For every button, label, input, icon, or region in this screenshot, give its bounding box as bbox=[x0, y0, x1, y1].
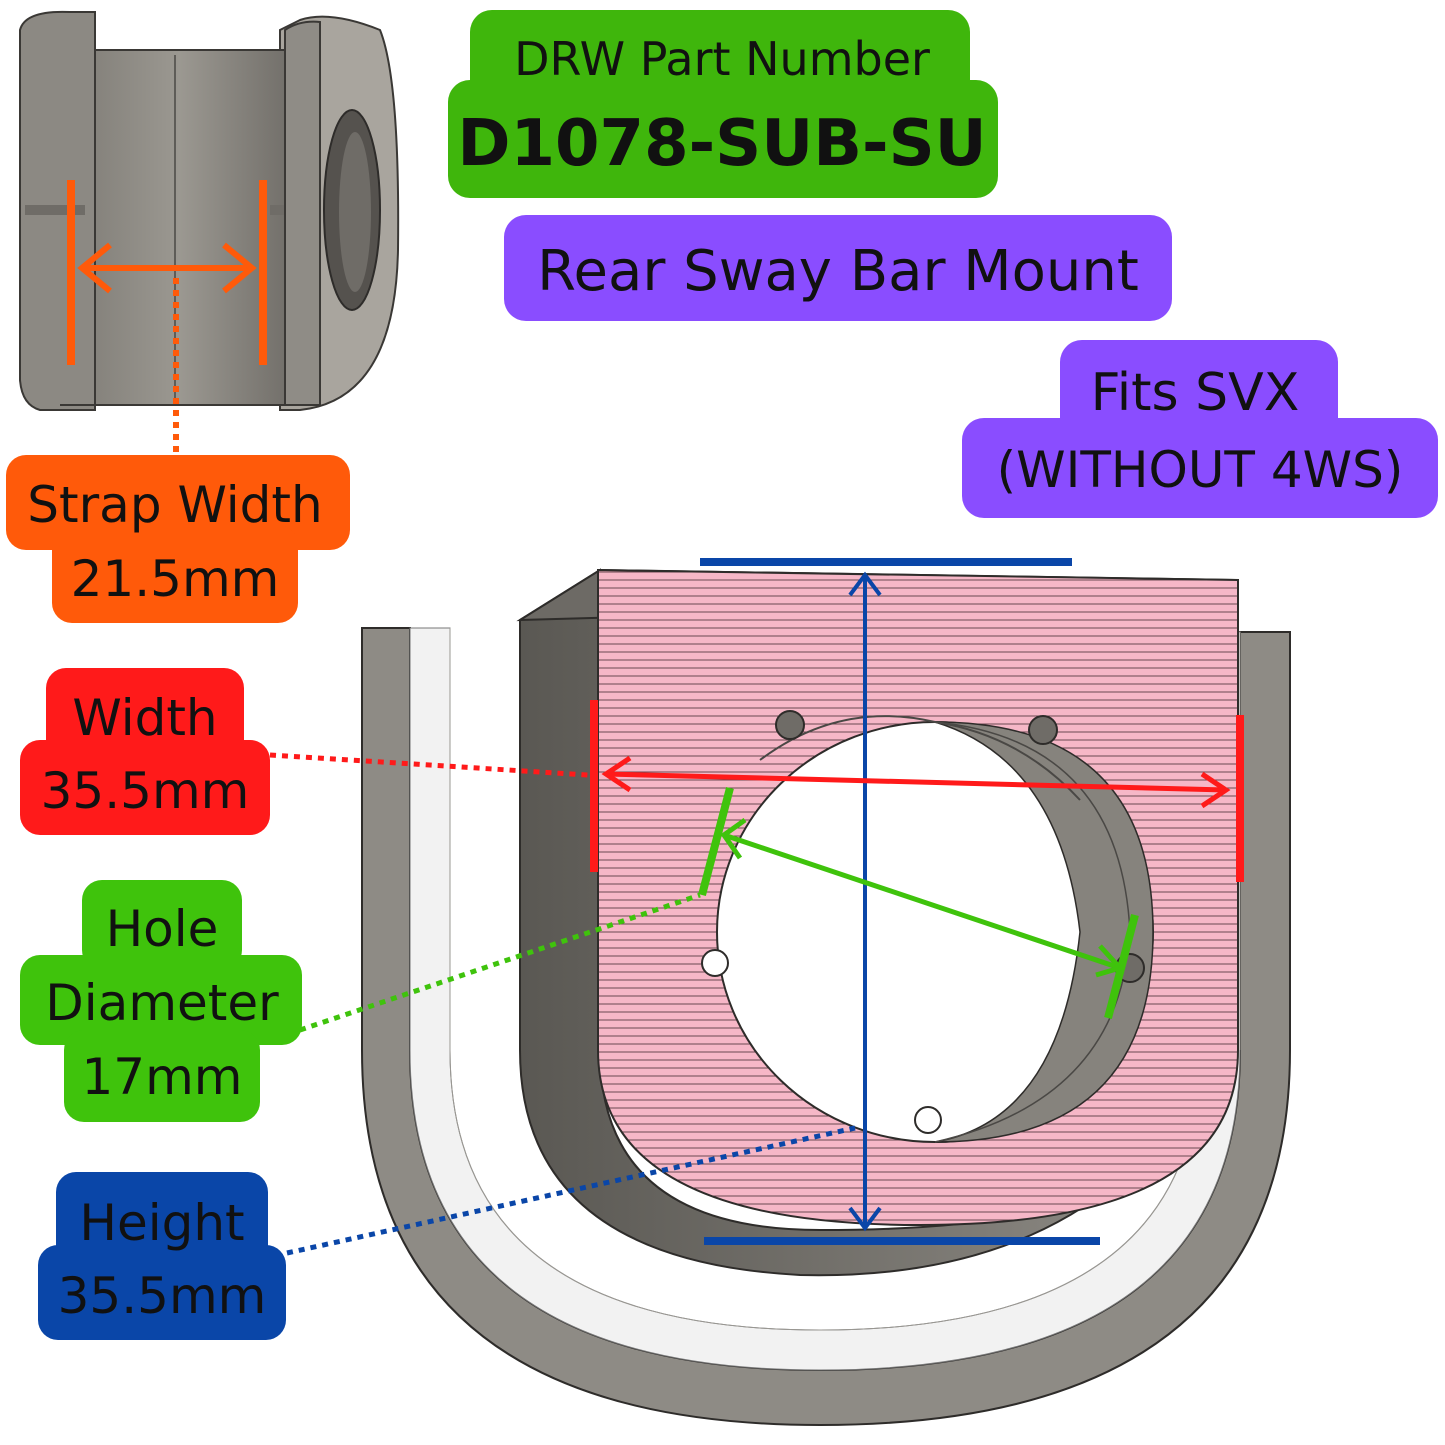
height-dimension bbox=[286, 558, 1100, 1256]
part-number-heading: DRW Part Number bbox=[514, 32, 930, 86]
height-label: Height 35.5mm bbox=[38, 1172, 286, 1340]
strap-width-label: Strap Width 21.5mm bbox=[6, 455, 350, 623]
height-title: Height bbox=[79, 1194, 244, 1252]
height-value: 35.5mm bbox=[58, 1267, 267, 1325]
part-number-value: D1078-SUB-SU bbox=[457, 107, 986, 181]
main-render bbox=[361, 568, 1291, 1427]
part-number-badge: DRW Part Number D1078-SUB-SU bbox=[448, 10, 998, 198]
width-dimension bbox=[269, 700, 1244, 882]
strap-width-value: 21.5mm bbox=[71, 550, 280, 608]
hole-diameter-line2: Diameter bbox=[45, 974, 279, 1032]
hole-diameter-value: 17mm bbox=[81, 1048, 242, 1106]
description-text: Rear Sway Bar Mount bbox=[537, 239, 1139, 304]
width-label: Width 35.5mm bbox=[20, 668, 270, 835]
width-value: 35.5mm bbox=[41, 762, 250, 820]
hole-diameter-line1: Hole bbox=[106, 900, 219, 958]
fitment-badge: Fits SVX (WITHOUT 4WS) bbox=[962, 340, 1438, 518]
hole-diameter-dimension bbox=[299, 786, 1139, 1033]
strap-width-title: Strap Width bbox=[27, 476, 322, 534]
strap-width-dimension bbox=[67, 180, 267, 452]
fitment-line1: Fits SVX bbox=[1091, 363, 1300, 423]
hole-diameter-label: Hole Diameter 17mm bbox=[20, 880, 302, 1122]
width-title: Width bbox=[72, 689, 217, 747]
fitment-line2: (WITHOUT 4WS) bbox=[997, 441, 1404, 499]
strap-view-render bbox=[19, 10, 400, 411]
description-badge: Rear Sway Bar Mount bbox=[504, 215, 1172, 321]
